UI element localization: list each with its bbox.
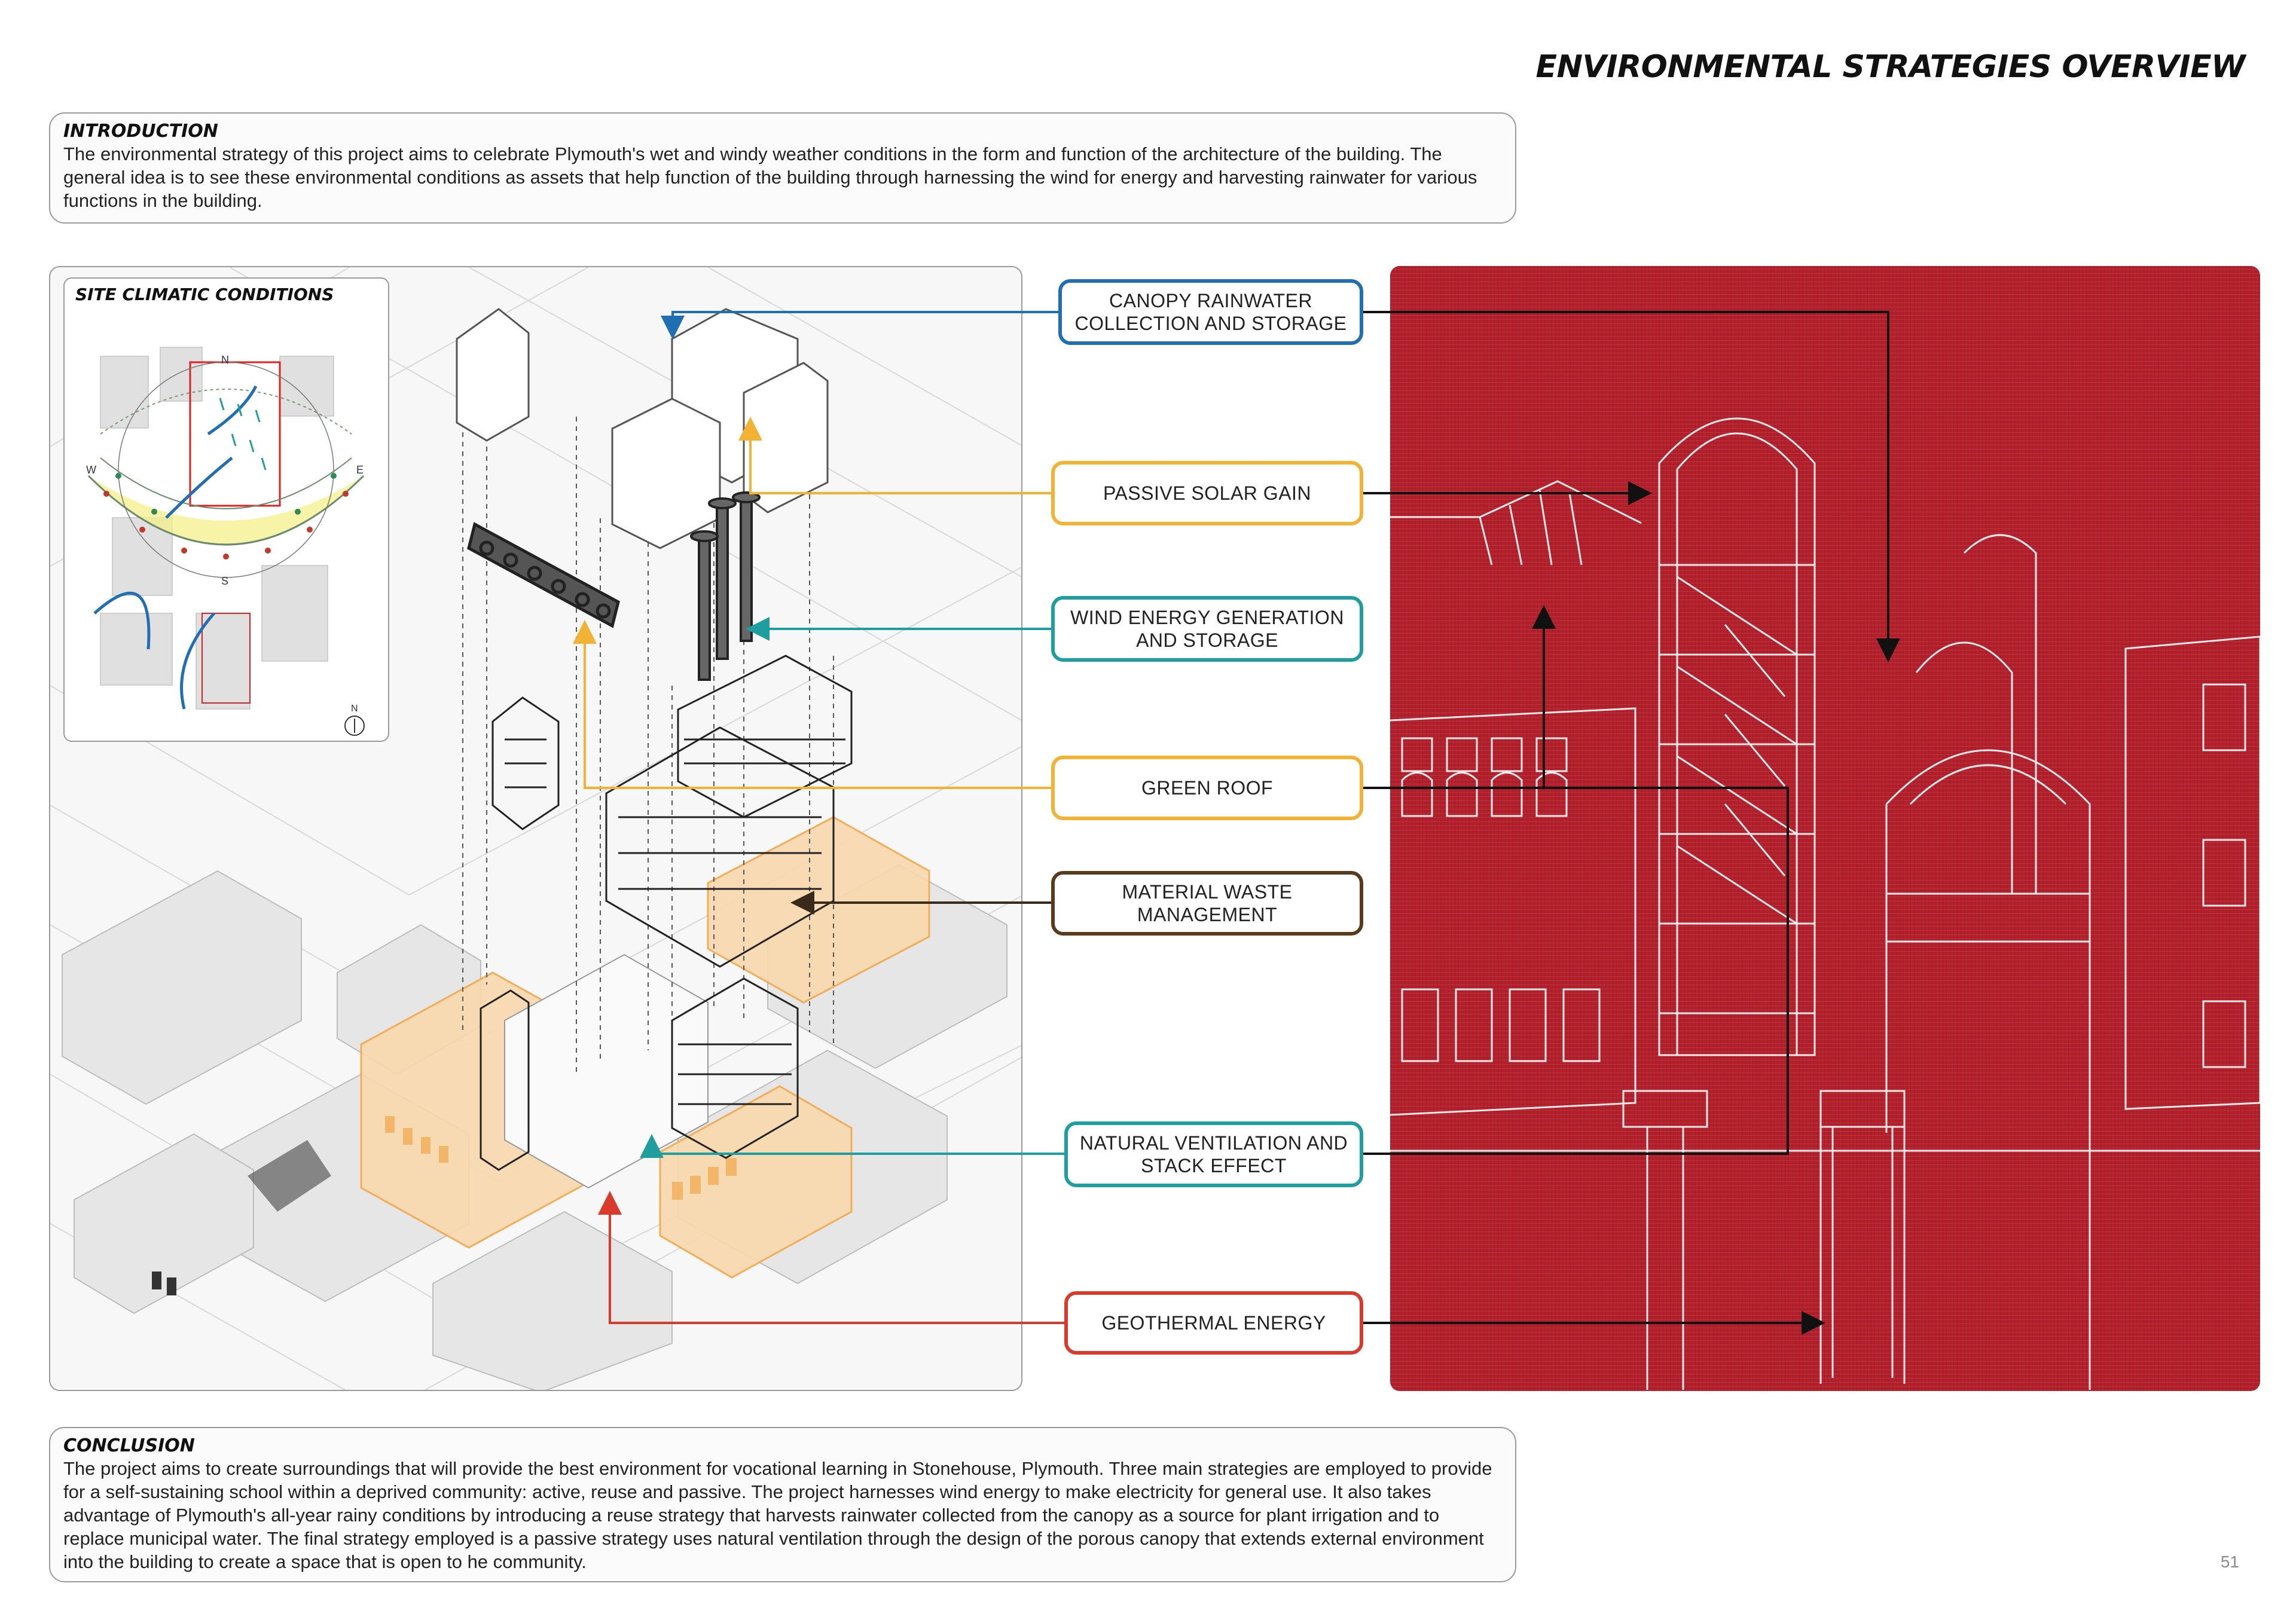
site-plan-map: N S E W N bbox=[86, 347, 365, 736]
conclusion-box: CONCLUSION The project aims to create su… bbox=[49, 1427, 1516, 1582]
exploded-axonometric-diagram: SITE CLIMATIC CONDITIONS bbox=[49, 266, 1022, 1391]
page-number: 51 bbox=[2220, 1552, 2239, 1571]
label-wind-energy: WIND ENERGY GENERATION AND STORAGE bbox=[1051, 596, 1363, 662]
conclusion-heading: CONCLUSION bbox=[63, 1435, 195, 1456]
page-title: ENVIRONMENTAL STRATEGIES OVERVIEW bbox=[1535, 49, 2245, 85]
compass-north-label: N bbox=[221, 354, 229, 366]
compass-east-label: E bbox=[356, 464, 364, 476]
label-material-waste: MATERIAL WASTE MANAGEMENT bbox=[1051, 871, 1363, 936]
site-climatic-conditions-inset: SITE CLIMATIC CONDITIONS bbox=[63, 277, 389, 742]
site-inset-title: SITE CLIMATIC CONDITIONS bbox=[75, 285, 334, 304]
sectional-perspective-panel bbox=[1390, 266, 2260, 1391]
north-arrow-label: N bbox=[351, 704, 358, 714]
label-geothermal-energy: GEOTHERMAL ENERGY bbox=[1064, 1291, 1363, 1355]
label-passive-solar-gain: PASSIVE SOLAR GAIN bbox=[1051, 461, 1363, 525]
north-arrow-icon: N bbox=[344, 704, 365, 736]
conclusion-body: The project aims to create surroundings … bbox=[63, 1458, 1492, 1572]
label-canopy-rainwater: CANOPY RAINWATER COLLECTION AND STORAGE bbox=[1058, 279, 1363, 345]
compass-west-label: W bbox=[86, 464, 96, 476]
introduction-heading: INTRODUCTION bbox=[63, 121, 218, 142]
label-natural-ventilation: NATURAL VENTILATION AND STACK EFFECT bbox=[1064, 1121, 1363, 1187]
sectional-perspective-drawing bbox=[1390, 417, 2260, 1390]
label-green-roof: GREEN ROOF bbox=[1051, 756, 1363, 820]
introduction-body: The environmental strategy of this proje… bbox=[63, 143, 1477, 211]
introduction-box: INTRODUCTION The environmental strategy … bbox=[49, 112, 1516, 224]
compass-south-label: S bbox=[221, 575, 228, 587]
